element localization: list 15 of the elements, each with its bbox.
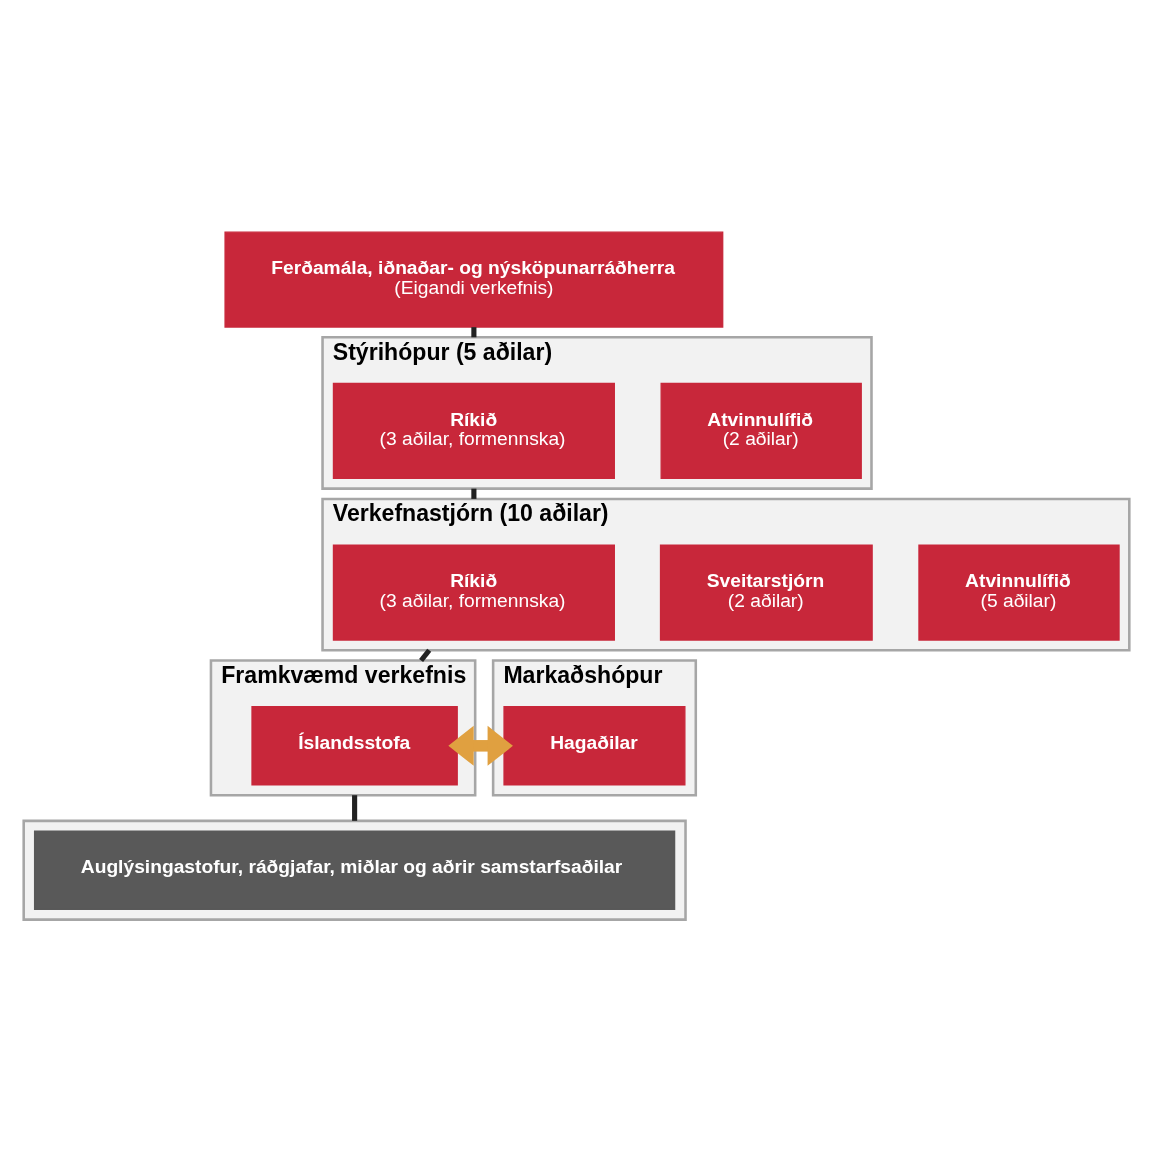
node-box: Atvinnulífið (2 aðilar)	[660, 382, 862, 480]
node-box: Auglýsingastofur, ráðgjafar, miðlar og aðrir samstarfsaðilar	[33, 830, 676, 910]
arrow	[448, 725, 513, 766]
node-box: Íslandsstofa	[251, 706, 458, 786]
connector	[419, 648, 432, 663]
node-box: Hagaðilar	[503, 706, 686, 786]
connector	[471, 327, 477, 338]
cluster	[22, 819, 687, 921]
node-box: Ríkið (3 aðilar, formennska)	[332, 382, 615, 480]
node-box: Ferðamála, iðnaðar- og nýsköpunarráðherra (Eigandi verkefnis)	[224, 231, 724, 328]
connector	[352, 795, 358, 821]
connector	[471, 488, 477, 499]
node-box: Sveitarstjórn (2 aðilar)	[659, 544, 873, 641]
node-box: Atvinnulífið (5 aðilar)	[918, 544, 1120, 641]
node-box: Ríkið (3 aðilar, formennska)	[332, 544, 615, 641]
